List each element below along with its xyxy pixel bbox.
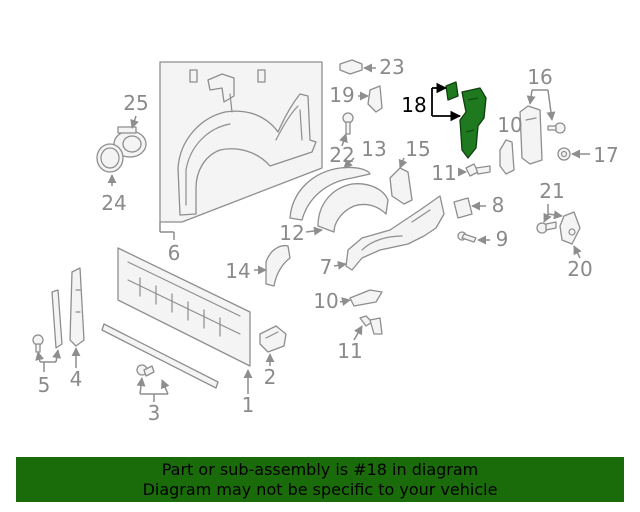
callout-24: 24 <box>101 191 126 215</box>
part-25-fuel-filler-housing[interactable] <box>113 126 147 158</box>
callout-21: 21 <box>539 179 564 203</box>
part-12-inner-wheelhouse[interactable] <box>317 183 389 233</box>
part-19-bracket[interactable] <box>367 85 383 113</box>
part-3-tailgate-seal[interactable] <box>101 323 219 389</box>
callout-23: 23 <box>379 55 404 79</box>
callout-20: 20 <box>567 257 592 281</box>
part-20-hinge[interactable] <box>559 211 581 245</box>
callout-25: 25 <box>123 91 148 115</box>
part-22-bolt[interactable] <box>342 112 354 135</box>
part-11-lower-fastener[interactable] <box>359 315 383 335</box>
part-9-bolt[interactable] <box>457 231 477 243</box>
callout-11-upper: 11 <box>431 161 456 185</box>
callout-5: 5 <box>38 373 51 397</box>
part-10-right-bracket[interactable] <box>499 139 515 175</box>
callout-15: 15 <box>405 137 430 161</box>
part-3-bolt[interactable] <box>136 364 155 377</box>
callout-6: 6 <box>168 241 181 265</box>
part-14-corner-piece[interactable] <box>265 244 291 287</box>
callout-1: 1 <box>242 393 255 417</box>
callout-12: 12 <box>279 221 304 245</box>
callout-3: 3 <box>148 401 161 425</box>
part-7-inner-panel[interactable] <box>345 195 445 271</box>
part-11-upper-fastener[interactable] <box>465 163 491 177</box>
part-24-fuel-door[interactable] <box>96 143 124 173</box>
info-banner: Part or sub-assembly is #18 in diagram D… <box>16 457 624 502</box>
part-18-highlighted-bracket[interactable] <box>445 81 487 159</box>
callout-10-lower: 10 <box>313 289 338 313</box>
callout-13: 13 <box>361 137 386 161</box>
part-5-bolt[interactable] <box>32 334 44 353</box>
callout-8: 8 <box>492 193 505 217</box>
callout-4: 4 <box>70 367 83 391</box>
callout-9: 9 <box>496 227 509 251</box>
callout-22: 22 <box>329 143 354 167</box>
part-21-bolt[interactable] <box>536 221 557 234</box>
callout-2: 2 <box>264 365 277 389</box>
callout-7: 7 <box>320 255 333 279</box>
callout-14: 14 <box>225 259 250 283</box>
part-8-plate[interactable] <box>453 197 473 219</box>
part-16-bracket-assembly[interactable] <box>519 105 543 165</box>
part-4-gate-support[interactable] <box>69 267 85 347</box>
part-1-tailgate[interactable] <box>117 247 251 367</box>
part-6-bed-side-panel[interactable] <box>159 61 323 223</box>
part-16-screw[interactable] <box>547 122 566 134</box>
callout-18: 18 <box>401 93 426 117</box>
part-10-lower-bracket[interactable] <box>349 289 383 307</box>
callout-19: 19 <box>329 83 354 107</box>
banner-line-2: Diagram may not be specific to your vehi… <box>142 479 498 499</box>
callout-16: 16 <box>527 65 552 89</box>
part-2-handle-bezel[interactable] <box>259 325 287 353</box>
callout-11-lower: 11 <box>337 339 362 363</box>
part-23-clip[interactable] <box>339 59 363 75</box>
part-5-gate-cable[interactable] <box>51 289 63 349</box>
part-13-wheelhouse-liner[interactable] <box>289 166 371 221</box>
banner-line-1: Part or sub-assembly is #18 in diagram <box>161 459 479 479</box>
callout-17: 17 <box>593 143 618 167</box>
callout-10-right: 10 <box>497 113 522 137</box>
part-17-nut[interactable] <box>557 147 571 161</box>
part-15-bracket[interactable] <box>389 167 413 205</box>
